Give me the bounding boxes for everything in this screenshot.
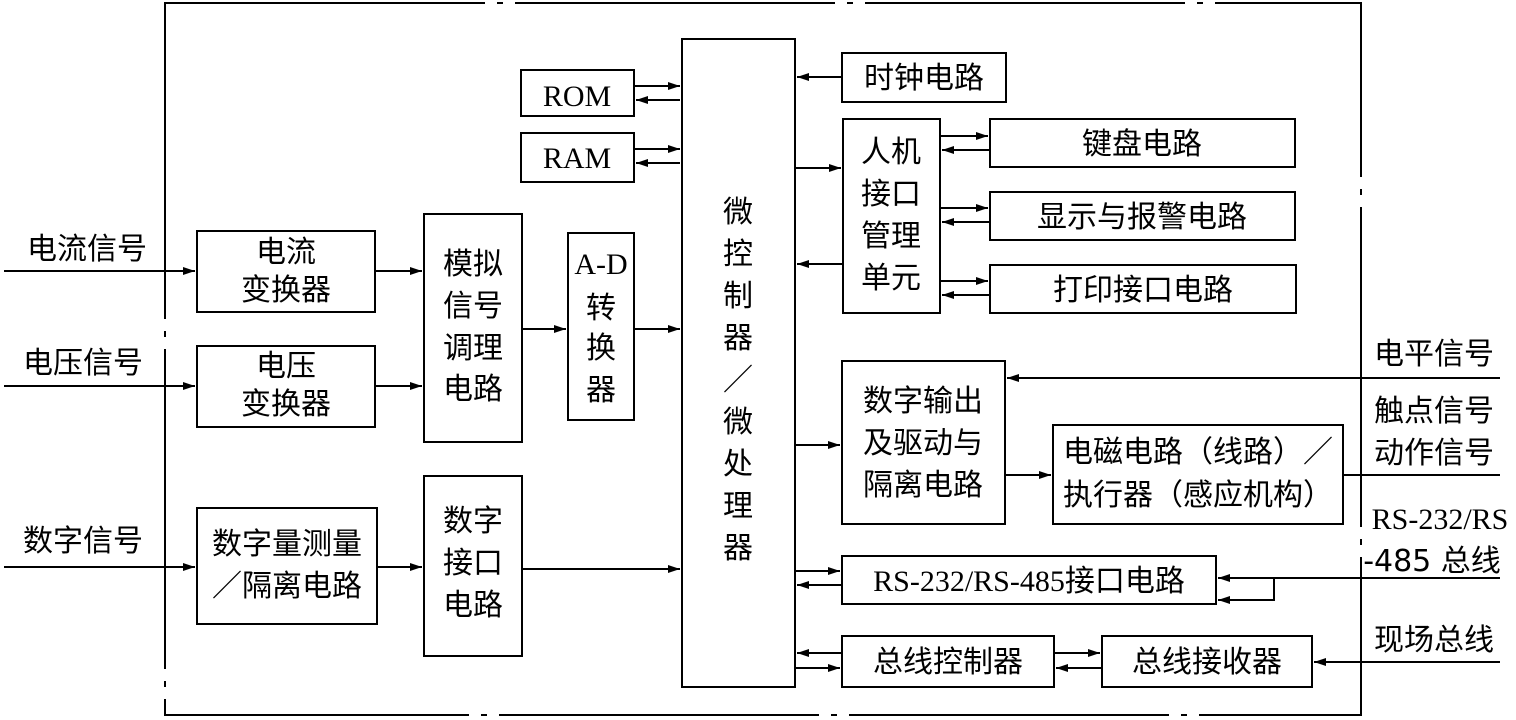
- actuator-block: 电磁电路（线路）／ 执行器（感应机构）: [1052, 424, 1344, 525]
- rom-block: ROM: [520, 69, 635, 117]
- digital-interface-block: 数字 接口 电路: [423, 475, 523, 657]
- rom-label: ROM: [543, 80, 611, 113]
- digital-interface-line-1: 数字: [443, 504, 503, 539]
- current-transformer-line-1: 电流: [256, 235, 316, 270]
- actuator-line-1: 电磁电路（线路）／: [1063, 435, 1333, 470]
- digital-output-block: 数字输出 及驱动与 隔离电路: [841, 360, 1006, 525]
- analog-conditioning-line-3: 调理: [443, 331, 503, 366]
- ad-converter-line-4: 器: [586, 373, 616, 408]
- mcu-char-8: 理: [723, 489, 753, 524]
- digital-output-line-2: 及驱动与: [863, 426, 983, 461]
- clock-label: 时钟电路: [864, 61, 984, 96]
- print-interface-block: 打印接口电路: [989, 264, 1297, 314]
- output-action-signal-label: 动作信号: [1374, 436, 1494, 471]
- bus-controller-label: 总线控制器: [873, 645, 1023, 680]
- ad-converter-block: A-D 转 换 器: [567, 232, 635, 421]
- voltage-transformer-line-1: 电压: [256, 349, 316, 384]
- mcu-char-9: 器: [723, 531, 753, 566]
- digital-interface-line-3: 电路: [443, 588, 503, 623]
- ram-label: RAM: [543, 142, 611, 175]
- bus-controller-block: 总线控制器: [841, 635, 1055, 688]
- digital-output-line-3: 隔离电路: [863, 468, 983, 503]
- output-level-signal-label: 电平信号: [1374, 337, 1494, 372]
- hmi-line-3: 管理: [861, 219, 921, 254]
- digital-output-line-1: 数字输出: [863, 384, 983, 419]
- mcu-char-1: 微: [723, 195, 753, 230]
- voltage-transformer-line-2: 变换器: [241, 387, 331, 422]
- arrow-rs-bus-loopback: [1218, 578, 1275, 604]
- display-alarm-block: 显示与报警电路: [989, 191, 1296, 241]
- hmi-line-2: 接口: [861, 177, 921, 212]
- hmi-line-4: 单元: [861, 261, 921, 296]
- clock-block: 时钟电路: [841, 52, 1007, 103]
- digital-measure-line-1: 数字量测量: [212, 527, 362, 562]
- hmi-block: 人机 接口 管理 单元: [842, 118, 941, 314]
- rs-interface-block: RS-232/RS-485接口电路: [841, 555, 1217, 605]
- mcu-char-3: 制: [723, 279, 753, 314]
- mcu-char-5: ／: [723, 363, 753, 398]
- hmi-line-1: 人机: [861, 135, 921, 170]
- keyboard-block: 键盘电路: [989, 118, 1296, 168]
- print-interface-label: 打印接口电路: [1053, 273, 1233, 308]
- digital-measure-line-2: ／隔离电路: [212, 569, 362, 604]
- bus-receiver-block: 总线接收器: [1101, 635, 1313, 688]
- mcu-char-6: 微: [723, 405, 753, 440]
- device-boundary-frame: [164, 2, 1362, 716]
- ad-converter-line-2: 转: [586, 291, 616, 326]
- output-rs-bus-line-1: RS-232/RS: [1372, 503, 1509, 536]
- input-digital-label: 数字信号: [23, 524, 143, 559]
- mcu-block: 微 控 制 器 ／ 微 处 理 器: [681, 38, 796, 688]
- output-contact-signal-label: 触点信号: [1374, 394, 1494, 429]
- analog-conditioning-line-1: 模拟: [443, 247, 503, 282]
- digital-measure-block: 数字量测量 ／隔离电路: [196, 507, 378, 625]
- ad-converter-line-3: 换: [586, 331, 616, 366]
- input-current-label: 电流信号: [27, 232, 147, 267]
- ad-converter-line-1: A-D: [574, 248, 627, 281]
- bus-receiver-label: 总线接收器: [1132, 645, 1282, 680]
- analog-conditioning-line-2: 信号: [443, 289, 503, 324]
- digital-interface-line-2: 接口: [443, 546, 503, 581]
- rs-interface-label: RS-232/RS-485接口电路: [873, 565, 1185, 598]
- input-voltage-label: 电压信号: [23, 346, 143, 381]
- output-rs-bus-line-2: -485 总线: [1363, 544, 1501, 579]
- actuator-line-2: 执行器（感应机构）: [1063, 478, 1333, 513]
- mcu-char-7: 处: [723, 447, 753, 482]
- mcu-char-4: 器: [723, 321, 753, 356]
- analog-conditioning-block: 模拟 信号 调理 电路: [423, 213, 523, 443]
- display-alarm-label: 显示与报警电路: [1037, 200, 1247, 235]
- analog-conditioning-line-4: 电路: [443, 372, 503, 407]
- current-transformer-line-2: 变换器: [241, 273, 331, 308]
- mcu-char-2: 控: [723, 237, 753, 272]
- current-transformer-block: 电流 变换器: [196, 230, 376, 313]
- output-field-bus-label: 现场总线: [1374, 623, 1494, 658]
- voltage-transformer-block: 电压 变换器: [196, 345, 376, 428]
- keyboard-label: 键盘电路: [1082, 127, 1202, 162]
- ram-block: RAM: [520, 132, 635, 183]
